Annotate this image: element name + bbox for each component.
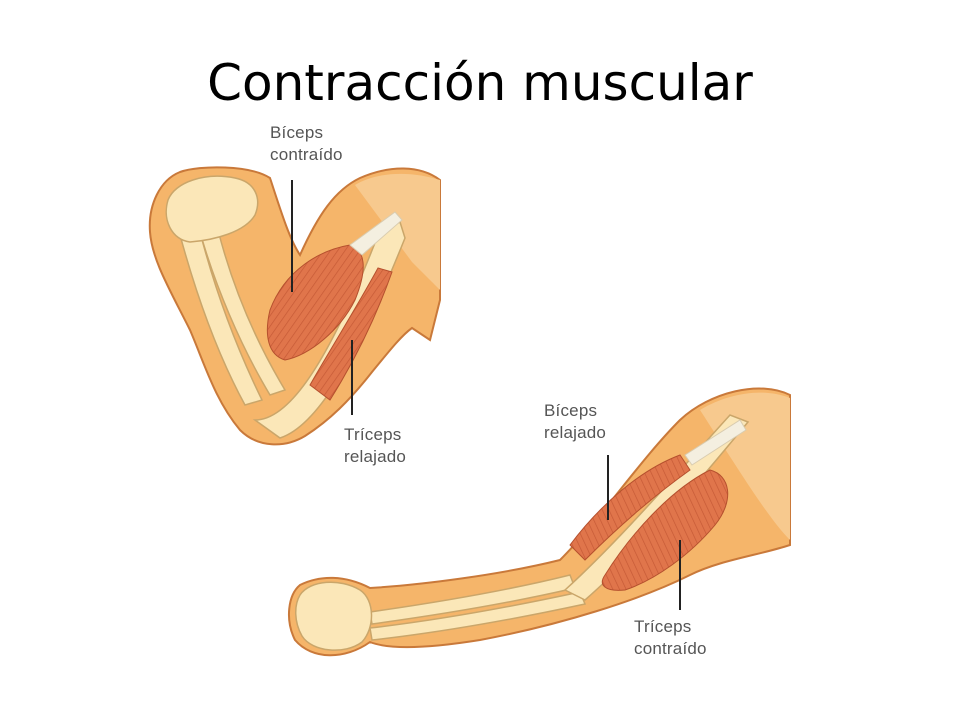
flexed-forearm-bones [179, 231, 264, 406]
biceps-relaxed [569, 454, 691, 561]
flexed-hand [165, 175, 259, 243]
label-triceps-relaxed-line2: relajado [344, 447, 407, 466]
triceps-contracted [601, 469, 729, 591]
label-biceps-contracted-line1: Bíceps [270, 123, 324, 142]
label-biceps-contracted-line2: contraído [270, 145, 343, 164]
label-biceps-relaxed-line2: relajado [544, 423, 607, 442]
label-biceps-relaxed-line1: Bíceps [544, 401, 598, 420]
flexed-forearm-bone-2 [199, 229, 287, 396]
label-triceps-contracted-line1: Tríceps [634, 617, 692, 636]
flexed-tendon [349, 211, 403, 256]
slide-title: Contracción muscular [207, 54, 753, 112]
label-triceps-relaxed-line1: Tríceps [344, 425, 402, 444]
flexed-humerus [252, 221, 406, 439]
extended-arm [288, 387, 791, 657]
label-triceps-contracted: Tríceps contraído [634, 616, 707, 660]
extended-forearm-bone-2 [369, 591, 587, 641]
extended-arm-skin [288, 387, 791, 657]
extended-hand [295, 581, 373, 651]
label-triceps-relaxed: Tríceps relajado [344, 424, 406, 468]
label-biceps-contracted: Bíceps contraído [270, 122, 343, 166]
label-triceps-contracted-line2: contraído [634, 639, 707, 658]
flexed-arm [148, 166, 441, 446]
extended-tendon [684, 419, 747, 466]
biceps-contracted [266, 244, 364, 361]
label-biceps-relaxed: Bíceps relajado [544, 400, 606, 444]
triceps-relaxed [309, 267, 393, 401]
